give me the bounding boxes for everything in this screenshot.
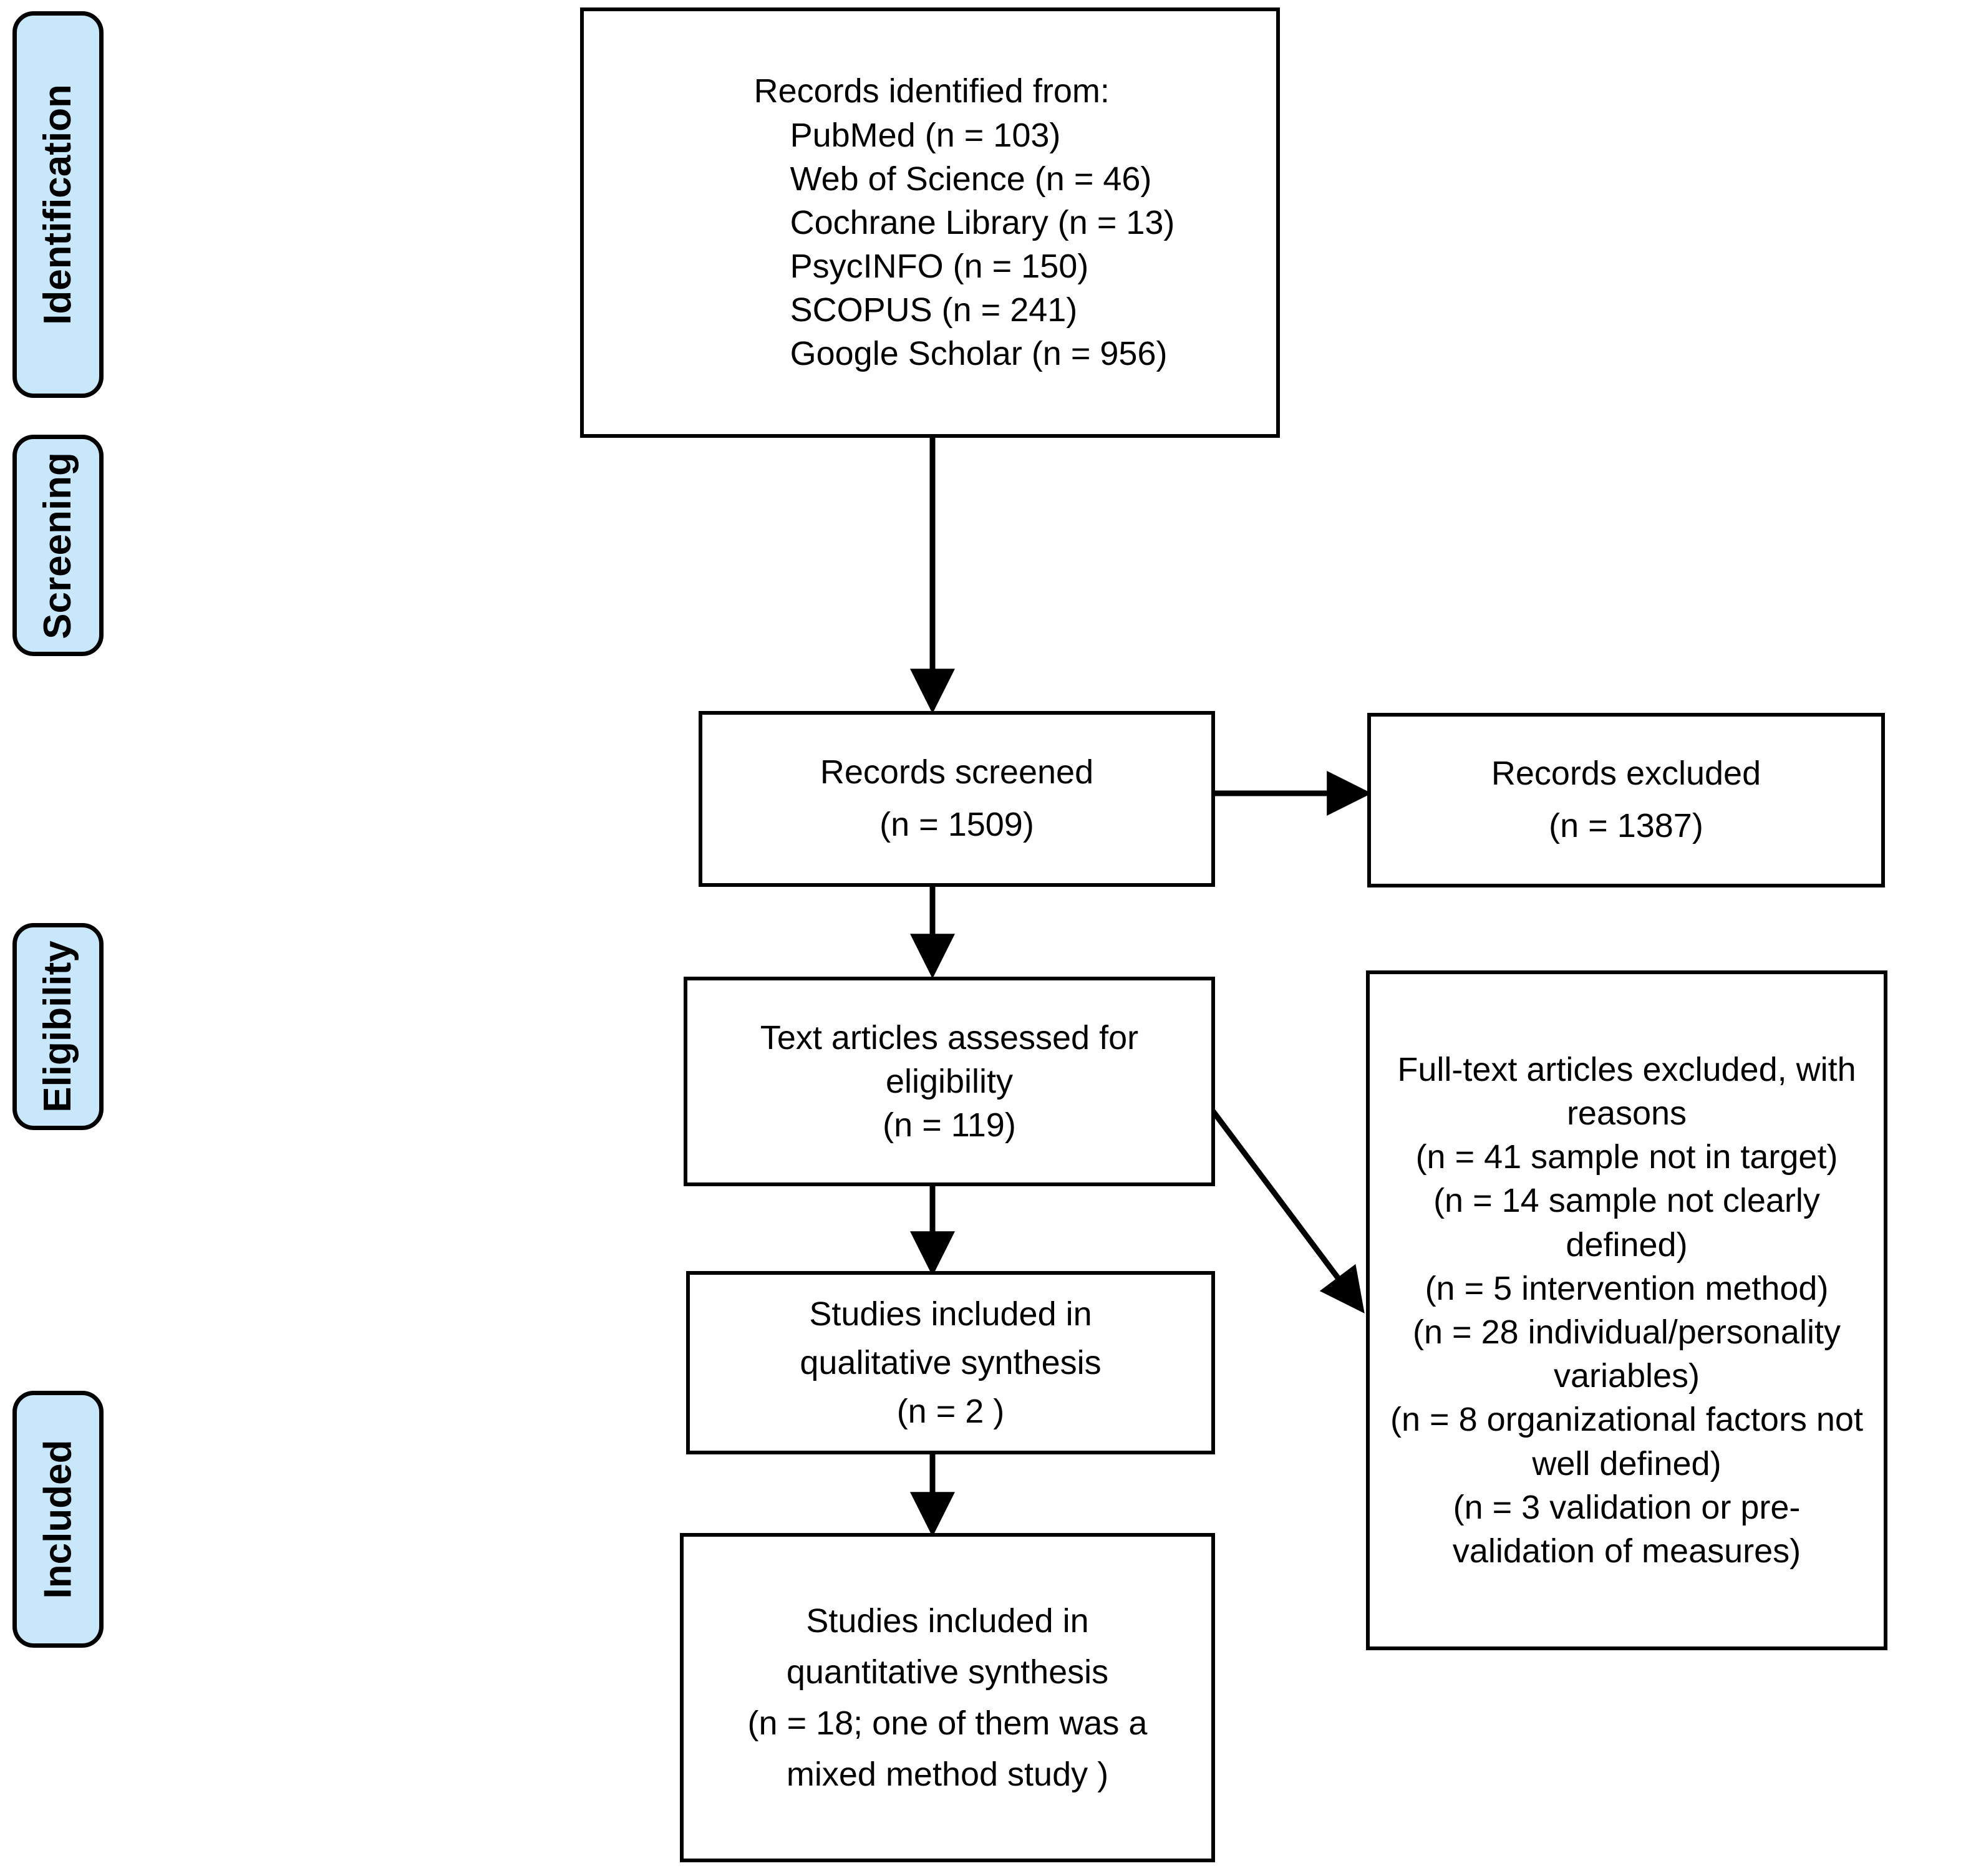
stage-included-label: Included xyxy=(36,1439,79,1599)
source-scopus: SCOPUS (n = 241) xyxy=(790,291,1078,329)
quantitative-count-line-1: (n = 18; one of them was a xyxy=(747,1704,1148,1742)
reason-organizational-factors-2: well defined) xyxy=(1532,1444,1722,1482)
fulltext-excluded-heading-2: reasons xyxy=(1566,1095,1687,1133)
reason-validation-measures-1: (n = 3 validation or pre- xyxy=(1453,1488,1801,1526)
stage-screening-label: Screening xyxy=(36,452,79,639)
reason-individual-personality-2: variables) xyxy=(1553,1357,1700,1395)
reason-validation-measures-2: validation of measures) xyxy=(1452,1532,1801,1570)
stage-included: Included xyxy=(12,1391,104,1648)
reason-sample-not-clearly-defined-2: defined) xyxy=(1566,1226,1688,1264)
box-records-identified: Records identified from: PubMed (n = 103… xyxy=(580,7,1280,438)
source-cochrane-library: Cochrane Library (n = 13) xyxy=(790,203,1175,241)
source-web-of-science: Web of Science (n = 46) xyxy=(790,160,1152,198)
reason-individual-personality-1: (n = 28 individual/personality xyxy=(1413,1313,1841,1351)
box-records-excluded: Records excluded (n = 1387) xyxy=(1367,713,1885,887)
box-quantitative-synthesis: Studies included in quantitative synthes… xyxy=(680,1533,1215,1862)
records-identified-heading: Records identified from: xyxy=(753,72,1110,110)
source-pubmed: PubMed (n = 103) xyxy=(790,116,1061,154)
source-psycinfo: PsycINFO (n = 150) xyxy=(790,248,1089,286)
records-excluded-count: (n = 1387) xyxy=(1549,807,1703,844)
reason-sample-not-clearly-defined-1: (n = 14 sample not clearly xyxy=(1433,1182,1820,1220)
eligibility-line-2: eligibility xyxy=(885,1062,1014,1100)
stage-identification: Identification xyxy=(12,11,104,398)
reason-intervention-method: (n = 5 intervention method) xyxy=(1425,1269,1829,1307)
reason-sample-not-in-target: (n = 41 sample not in target) xyxy=(1415,1138,1838,1176)
quantitative-line-2: quantitative synthesis xyxy=(786,1653,1109,1691)
quantitative-line-1: Studies included in xyxy=(806,1602,1089,1640)
stage-screening: Screening xyxy=(12,435,104,656)
qualitative-count: (n = 2 ) xyxy=(896,1393,1005,1431)
stage-eligibility: Eligibility xyxy=(12,923,104,1130)
qualitative-line-2: qualitative synthesis xyxy=(800,1343,1102,1381)
box-qualitative-synthesis: Studies included in qualitative synthesi… xyxy=(686,1271,1215,1454)
eligibility-line-1: Text articles assessed for xyxy=(760,1018,1139,1056)
reason-organizational-factors-1: (n = 8 organizational factors not xyxy=(1390,1401,1863,1439)
box-records-screened: Records screened (n = 1509) xyxy=(699,711,1215,887)
records-screened-label: Records screened xyxy=(820,753,1094,791)
source-google-scholar: Google Scholar (n = 956) xyxy=(790,335,1168,373)
qualitative-line-1: Studies included in xyxy=(809,1295,1092,1333)
records-excluded-label: Records excluded xyxy=(1491,755,1761,793)
quantitative-count-line-2: mixed method study ) xyxy=(786,1756,1109,1794)
eligibility-count: (n = 119) xyxy=(883,1106,1016,1144)
fulltext-excluded-heading-1: Full-text articles excluded, with xyxy=(1397,1050,1856,1088)
box-fulltext-excluded: Full-text articles excluded, with reason… xyxy=(1366,970,1887,1650)
stage-identification-label: Identification xyxy=(36,84,79,325)
box-eligibility-assessed: Text articles assessed for eligibility (… xyxy=(684,977,1215,1186)
stage-eligibility-label: Eligibility xyxy=(36,940,79,1113)
records-screened-count: (n = 1509) xyxy=(879,806,1034,843)
